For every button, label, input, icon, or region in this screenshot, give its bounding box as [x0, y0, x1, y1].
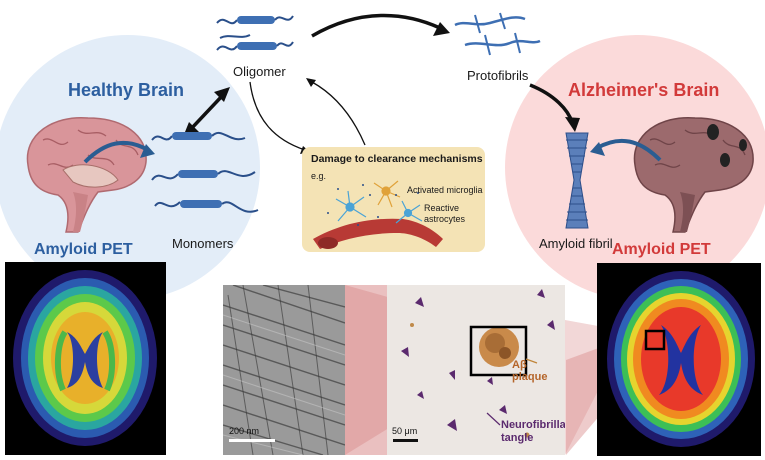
astrocytes-label-1: Reactive: [424, 203, 460, 213]
microglia-label: Activated microglia: [407, 185, 483, 195]
healthy-arrow-to-monomers: [83, 140, 155, 164]
astrocytes-label-2: astrocytes: [424, 214, 466, 224]
oligomer-illustration: [216, 15, 294, 51]
healthy-brain-title: Healthy Brain: [68, 80, 185, 100]
protofibrils-illustration: [454, 12, 541, 56]
monomers-label: Monomers: [172, 236, 234, 251]
clearance-eg: e.g.: [311, 171, 327, 181]
histo-scale-label: 50 μm: [392, 426, 418, 436]
histology-image: Aβ plaque Neurofibrillary tangle 50 μm: [387, 285, 565, 455]
healthy-pet-scan: [5, 262, 166, 455]
clearance-title: Damage to clearance mechanisms: [311, 153, 483, 165]
plaque-label: Aβ plaque: [512, 359, 548, 383]
amyloid-fibril-illustration: [565, 132, 589, 229]
alzheimers-arrow-to-fibril: [590, 138, 662, 162]
oligomer-label: Oligomer: [233, 64, 286, 79]
alzheimers-pet-label: Amyloid PET: [612, 241, 711, 258]
clearance-cells-illustration: [313, 180, 443, 249]
clearance-mechanisms-box: Damage to clearance mechanisms e.g. Acti…: [302, 147, 485, 252]
amyloid-fibril-label: Amyloid fibril: [539, 236, 613, 251]
monomers-illustration: [151, 131, 259, 213]
alzheimers-brain-illustration: [633, 116, 754, 233]
protofibrils-label: Protofibrils: [467, 68, 529, 83]
alzheimers-brain-title: Alzheimer's Brain: [568, 80, 720, 100]
alzheimers-pet-scan: [597, 263, 761, 456]
electron-micrograph: 200 nm: [223, 285, 345, 455]
tangle-label-2: tangle: [501, 432, 534, 444]
tangle-label-1: Neurofibrillary: [501, 419, 565, 431]
em-scale-label: 200 nm: [229, 426, 260, 436]
healthy-pet-label: Amyloid PET: [34, 241, 133, 258]
healthy-brain-illustration: [26, 116, 147, 233]
